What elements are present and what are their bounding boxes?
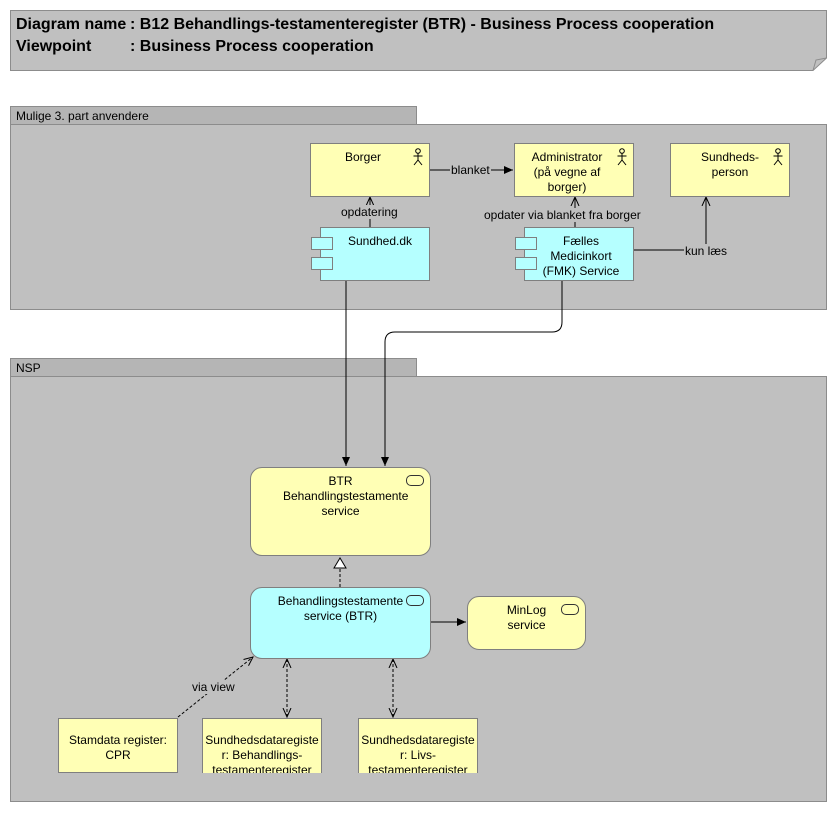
data-stamdata-cpr-label: Stamdata register: CPR: [68, 733, 168, 762]
label-kun-laes: kun læs: [684, 244, 729, 258]
data-sdr-behandling[interactable]: Sundhedsdataregiste r: Behandlings- test…: [202, 718, 322, 773]
service-btr[interactable]: BTR Behandlingstestamente service: [250, 467, 431, 556]
actor-administrator-label: Administrator (på vegne af borger): [531, 150, 603, 194]
component-sundhed-dk-label: Sundhed.dk: [347, 234, 413, 248]
actor-icon: [617, 148, 627, 166]
service-btr-impl[interactable]: Behandlingstestamente service (BTR): [250, 587, 431, 659]
service-btr-impl-label: Behandlingstestamente service (BTR): [277, 594, 404, 623]
rel-kun-laes[interactable]: [634, 197, 706, 251]
actor-icon: [413, 148, 423, 166]
actor-icon: [773, 148, 783, 166]
actor-sundhedsperson-label: Sundheds- person: [700, 150, 760, 179]
viewpoint-line: Viewpoint : Business Process cooperation: [16, 38, 374, 56]
diagram-name-value: : B12 Behandlings-testamenteregister (BT…: [130, 16, 715, 33]
actor-borger-label: Borger: [344, 150, 382, 164]
group-nsp-label: NSP: [16, 361, 41, 375]
data-sdr-behandling-label: Sundhedsdataregiste r: Behandlings- test…: [205, 733, 319, 773]
actor-borger[interactable]: Borger: [310, 143, 430, 197]
rel-via-view[interactable]: [177, 657, 253, 718]
component-sundhed-dk[interactable]: Sundhed.dk: [311, 227, 430, 281]
rel-fmk-btr[interactable]: [381, 281, 563, 466]
group-third-party-label: Mulige 3. part anvendere: [16, 109, 149, 123]
label-opdatering: opdatering: [340, 205, 399, 219]
data-sdr-livs-label: Sundhedsdataregiste r: Livs- testamenter…: [361, 733, 475, 773]
diagram-name-line: Diagram name: B12 Behandlings-testamente…: [16, 16, 714, 34]
service-icon: [406, 595, 424, 606]
diagram-header: Diagram name: B12 Behandlings-testamente…: [10, 10, 827, 71]
diagram-name-key: Diagram name: [16, 16, 127, 33]
label-via-view: via view: [191, 680, 236, 694]
viewpoint-value: : Business Process cooperation: [130, 38, 374, 55]
data-stamdata-cpr[interactable]: Stamdata register: CPR: [58, 718, 178, 773]
service-btr-label: BTR Behandlingstestamente service: [283, 474, 409, 518]
component-tab-icon: [515, 237, 537, 250]
group-nsp-tab[interactable]: NSP: [10, 358, 417, 376]
component-tab-icon: [515, 257, 537, 270]
actor-sundhedsperson[interactable]: Sundheds- person: [670, 143, 790, 197]
viewpoint-key: Viewpoint: [16, 38, 92, 55]
label-blanket: blanket: [450, 163, 491, 177]
data-sdr-livs[interactable]: Sundhedsdataregiste r: Livs- testamenter…: [358, 718, 478, 773]
actor-administrator[interactable]: Administrator (på vegne af borger): [514, 143, 634, 197]
service-icon: [406, 475, 424, 486]
label-opdater-via-blanket: opdater via blanket fra borger: [483, 208, 642, 222]
service-minlog-label: MinLog service: [506, 603, 547, 632]
component-fmk[interactable]: Fælles Medicinkort (FMK) Service: [515, 227, 634, 281]
component-fmk-label: Fælles Medicinkort (FMK) Service: [542, 234, 620, 278]
service-minlog[interactable]: MinLog service: [467, 596, 586, 650]
group-third-party-tab[interactable]: Mulige 3. part anvendere: [10, 106, 417, 124]
component-tab-icon: [311, 257, 333, 270]
header-frame: [10, 10, 827, 71]
component-tab-icon: [311, 237, 333, 250]
service-icon: [561, 604, 579, 615]
